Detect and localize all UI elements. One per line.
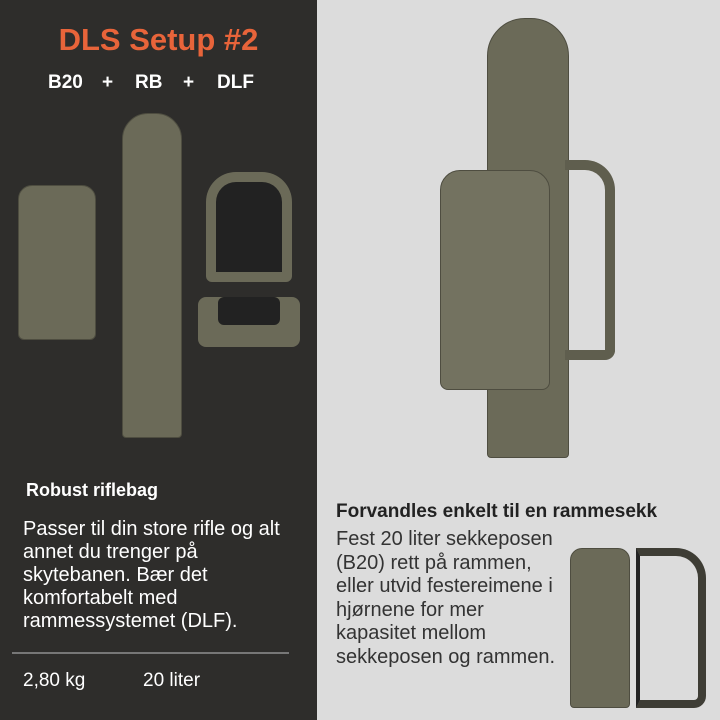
riflebag-rb-image (122, 113, 182, 438)
combo-plus: + (183, 72, 195, 93)
left-description: Passer til din store rifle og alt annet … (23, 518, 280, 632)
backpack-frame-side-image (570, 548, 630, 708)
right-heading: Forvandles enkelt til en rammesekk (336, 501, 658, 522)
combo-b20: B20 (48, 72, 83, 93)
frame-side-image (636, 548, 706, 708)
combo-dlf: DLF (217, 72, 254, 93)
backpack-b20-image (18, 185, 96, 340)
frame-dlf-image (198, 172, 300, 350)
page-title: DLS Setup #2 (58, 22, 259, 57)
left-heading: Robust riflebag (26, 480, 159, 500)
backpack-on-riflebag-image (440, 170, 550, 390)
frame-attached-image (565, 160, 615, 360)
combo-rb: RB (135, 72, 163, 93)
volume-spec: 20 liter (143, 670, 201, 691)
right-description: Fest 20 liter sekkeposen (B20) rett på r… (336, 528, 556, 668)
divider (12, 652, 289, 654)
combo-plus: + (102, 72, 114, 93)
weight-spec: 2,80 kg (23, 670, 86, 691)
